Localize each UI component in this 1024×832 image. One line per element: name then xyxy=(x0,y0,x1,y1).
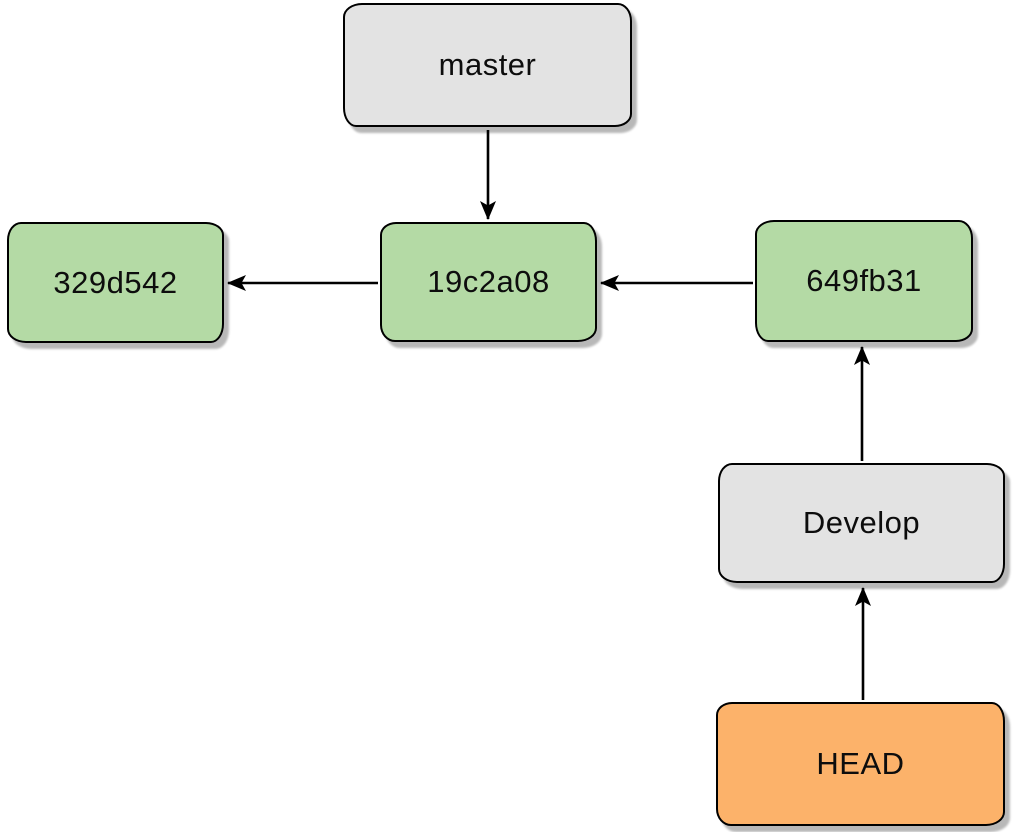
node-label: 19c2a08 xyxy=(427,264,550,299)
node-label: 329d542 xyxy=(53,264,178,300)
node-branch-master: master xyxy=(343,3,632,127)
node-label: Develop xyxy=(802,505,921,540)
node-label: 649fb31 xyxy=(806,263,922,298)
node-commit-19c2a08: 19c2a08 xyxy=(380,222,597,342)
node-head-pointer: HEAD xyxy=(716,702,1005,826)
node-commit-329d542: 329d542 xyxy=(7,222,224,343)
node-label: master xyxy=(438,47,537,82)
node-label: HEAD xyxy=(816,746,905,781)
node-branch-develop: Develop xyxy=(718,463,1005,583)
node-commit-649fb31: 649fb31 xyxy=(755,220,973,342)
